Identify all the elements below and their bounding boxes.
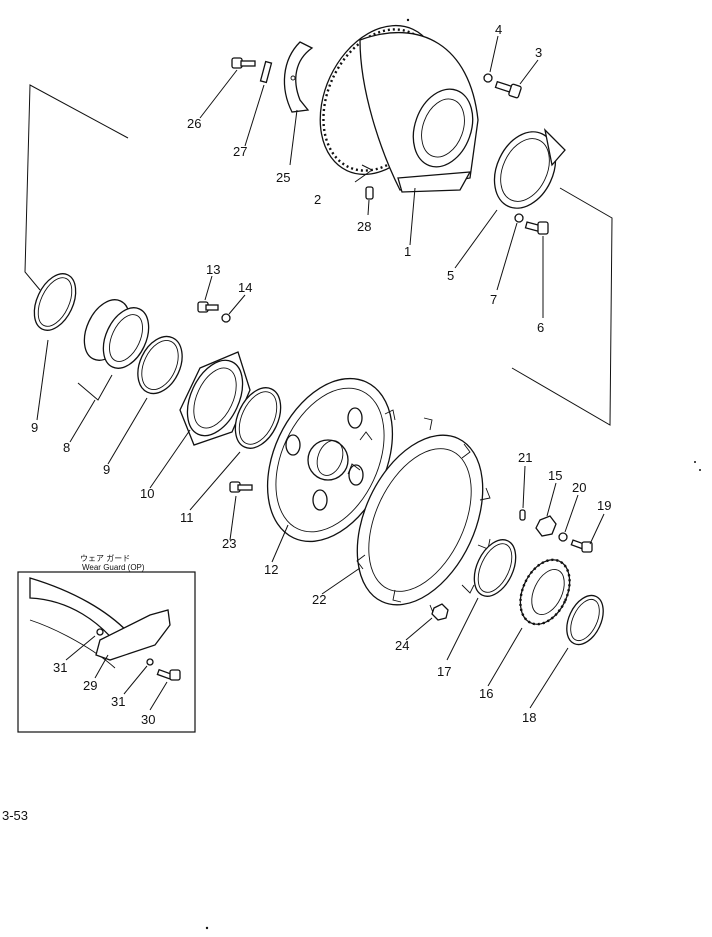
label-part-7: 7 (490, 292, 497, 307)
bolt-part-19 (570, 539, 593, 553)
o-ring-part-17 (473, 539, 517, 597)
sprocket-part-22 (347, 409, 491, 616)
label-part-16: 16 (479, 686, 493, 701)
pin-part-28 (365, 186, 374, 200)
retainer-part-10 (179, 351, 251, 446)
bolt-part-3 (494, 80, 522, 99)
label-part-19: 19 (597, 498, 611, 513)
label-part-23: 23 (222, 536, 236, 551)
bracket-right (511, 187, 613, 426)
hub-part-12 (266, 377, 394, 543)
label-part-5: 5 (447, 268, 454, 283)
label-part-14: 14 (238, 280, 252, 295)
label-part-17: 17 (437, 664, 451, 679)
label-part-29: 29 (83, 678, 97, 693)
label-part-9-upper: 9 (31, 420, 38, 435)
wear-guard-inset (17, 571, 196, 733)
label-part-24: 24 (395, 638, 409, 653)
pin-part-21 (519, 509, 526, 521)
washer-part-4 (483, 73, 493, 83)
o-ring-part-18 (566, 594, 604, 646)
label-part-25: 25 (276, 170, 290, 185)
o-ring-part-11 (234, 387, 282, 449)
inset-title-english: Wear Guard (OP) (82, 563, 145, 572)
label-part-27: 27 (233, 144, 247, 159)
label-part-6: 6 (537, 320, 544, 335)
nut-part-24 (431, 603, 449, 621)
label-part-18: 18 (522, 710, 536, 725)
label-part-22: 22 (312, 592, 326, 607)
washer-part-20 (558, 532, 568, 542)
label-part-20: 20 (572, 480, 586, 495)
bolt-part-13 (197, 301, 219, 313)
bracket-left (24, 84, 129, 291)
ring-part-5 (493, 128, 566, 209)
label-part-1: 1 (404, 244, 411, 259)
o-ring-part-9-upper (33, 273, 77, 331)
label-part-31-second: 31 (111, 694, 125, 709)
nut-part-15 (535, 515, 557, 537)
label-part-26: 26 (187, 116, 201, 131)
housing-part-2 (319, 24, 479, 193)
label-part-11: 11 (180, 510, 194, 525)
label-part-30: 30 (141, 712, 155, 727)
label-part-13: 13 (206, 262, 220, 277)
label-part-15: 15 (548, 468, 562, 483)
label-part-3: 3 (535, 45, 542, 60)
pin-part-27 (259, 60, 273, 84)
ring-gear-part-16 (519, 558, 571, 626)
bolt-part-6 (524, 221, 549, 235)
label-part-4: 4 (495, 22, 502, 37)
page-number: 3-53 (2, 808, 28, 823)
bolt-part-23 (229, 481, 253, 493)
label-part-21: 21 (518, 450, 532, 465)
seal-part-8 (83, 299, 150, 369)
label-part-2: 2 (314, 192, 321, 207)
label-part-12: 12 (264, 562, 278, 577)
label-part-31-first: 31 (53, 660, 67, 675)
inset-title-japanese: ウェア ガード (80, 553, 130, 563)
label-part-9-lower: 9 (103, 462, 110, 477)
o-ring-part-9-lower (137, 335, 183, 395)
washer-part-14 (221, 313, 231, 323)
label-part-28: 28 (357, 219, 371, 234)
label-part-10: 10 (140, 486, 154, 501)
label-part-8: 8 (63, 440, 70, 455)
washer-part-7 (514, 213, 524, 223)
cover-part-25 (283, 41, 314, 113)
bolt-part-26 (231, 57, 256, 69)
